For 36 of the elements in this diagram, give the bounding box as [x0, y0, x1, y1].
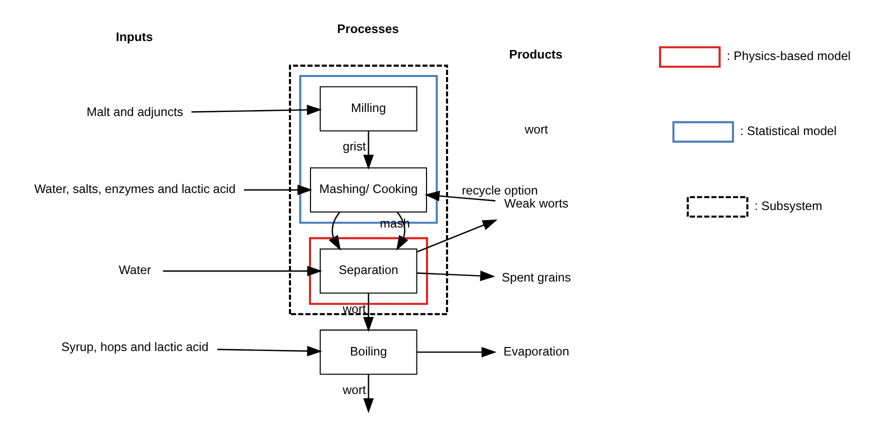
- node-text: Spent grains: [501, 270, 570, 284]
- node-box: Boiling: [319, 330, 417, 375]
- arrow: [362, 293, 374, 332]
- legend-label: : Statistical model: [740, 124, 836, 138]
- node-box: Separation: [319, 248, 417, 294]
- node-box: Milling: [319, 86, 417, 132]
- arrow: [362, 374, 374, 414]
- label: Inputs: [115, 30, 152, 44]
- node-text: Water, salts, enzymes and lactic acid: [34, 182, 236, 196]
- node-text: Evaporation: [503, 344, 569, 358]
- edge-label: grist: [342, 140, 366, 154]
- edge-label: wort: [342, 383, 366, 398]
- label: Processes: [336, 22, 398, 36]
- cluster: [288, 64, 448, 316]
- arrow: [190, 104, 322, 116]
- arrow: [416, 270, 495, 282]
- node-text: Water: [118, 263, 151, 278]
- arrow: [243, 184, 312, 196]
- arrow: [162, 266, 322, 276]
- node-text: Weak worts: [504, 196, 568, 210]
- arrow: [362, 130, 374, 170]
- label: wort: [524, 122, 548, 137]
- edge-label: wort: [342, 302, 366, 316]
- cluster: [308, 237, 428, 305]
- node-text: Syrup, hops and lactic acid: [60, 340, 208, 354]
- arrow: [424, 190, 495, 202]
- edge-label: recycle option: [461, 183, 538, 198]
- legend-label: : Subsystem: [754, 199, 822, 214]
- node-text: Malt and adjuncts: [86, 105, 183, 120]
- node-box: Mashing/ Cooking: [309, 167, 427, 213]
- arrow: [216, 346, 322, 356]
- arrow: [416, 346, 496, 358]
- legend-label: : Physics-based model: [726, 49, 850, 64]
- arrow: [328, 212, 408, 251]
- label: Products: [508, 48, 562, 62]
- arrow: [416, 220, 498, 253]
